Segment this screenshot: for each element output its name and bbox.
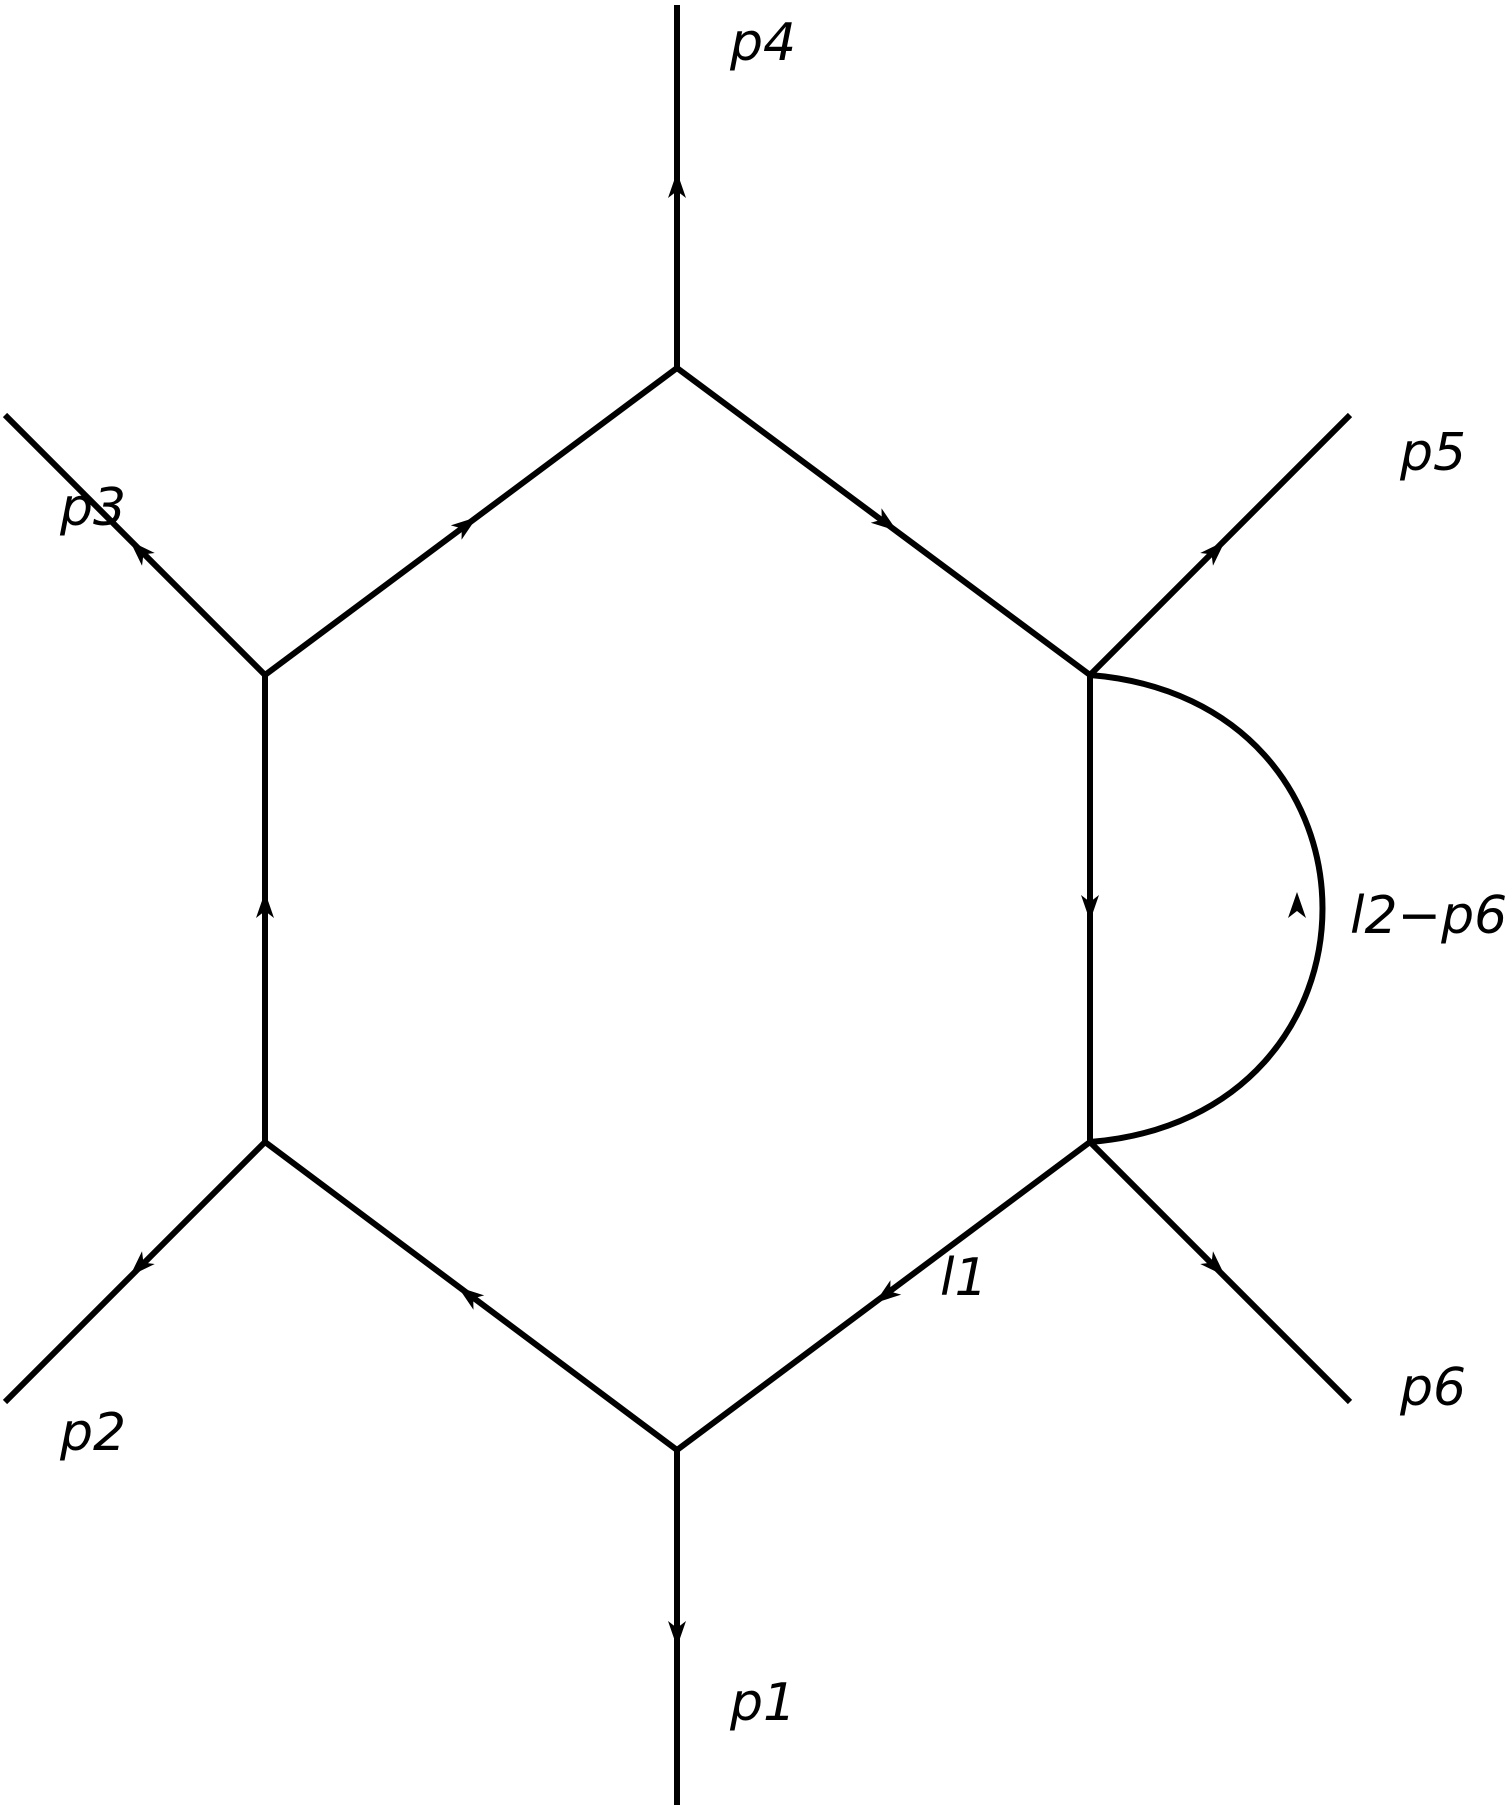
- arrow-edge-top-left: [450, 517, 477, 540]
- arrow-edge-top-right: [870, 508, 897, 531]
- label-l2-p6: l2−p6: [1350, 886, 1507, 946]
- arrow-p3: [130, 541, 155, 566]
- label-p3: p3: [59, 478, 126, 538]
- label-p1: p1: [729, 1673, 796, 1733]
- label-p6: p6: [1399, 1358, 1466, 1418]
- arrow-p2: [130, 1251, 155, 1276]
- arrow-edge-bottom-right: [875, 1280, 902, 1303]
- arrow-p6: [1200, 1251, 1225, 1276]
- arrow-p5: [1200, 541, 1225, 566]
- edge-loop-arc: [1089, 672, 1326, 1145]
- label-p5: p5: [1399, 423, 1466, 483]
- arrow-edge-bottom-left: [458, 1287, 485, 1310]
- arrow-p4: [668, 172, 686, 198]
- arrow-loop-arc: [1288, 892, 1306, 918]
- arrow-edge-left: [256, 892, 274, 918]
- label-p4: p4: [729, 13, 796, 73]
- arrow-p1: [668, 1621, 686, 1647]
- label-l1: l1: [940, 1248, 988, 1308]
- label-p2: p2: [59, 1403, 126, 1463]
- arrow-edge-right: [1081, 895, 1099, 921]
